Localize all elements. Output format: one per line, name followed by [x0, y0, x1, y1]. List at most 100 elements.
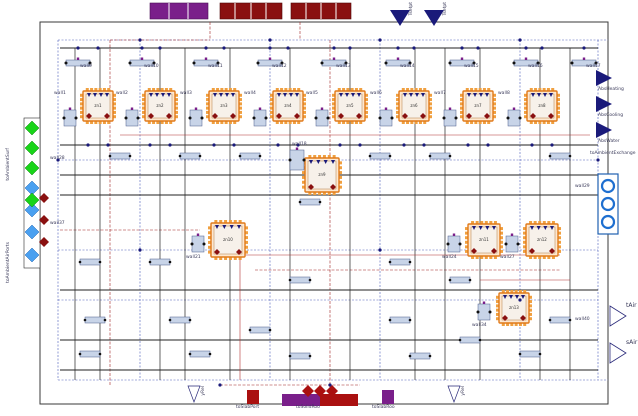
zone-name: zn12	[537, 237, 547, 242]
ambient-air-label: toAmbientAirPorts	[6, 242, 11, 283]
wall-element[interactable]	[518, 350, 542, 358]
wall-element[interactable]	[512, 57, 540, 67]
generated-components: zn1 zn2 zn3 zn4 zn5 zn6 zn7 zn8 zn9 zn10 zn11 zn12 z…	[24, 38, 600, 387]
wall-element[interactable]	[188, 350, 212, 358]
wall-element[interactable]	[190, 233, 206, 253]
wall-element[interactable]	[458, 336, 482, 344]
wall-element[interactable]	[548, 152, 572, 160]
junction-dot	[276, 143, 280, 147]
zone-block[interactable]: zn13	[496, 290, 532, 326]
wall-element[interactable]	[408, 352, 432, 360]
wall-element[interactable]	[108, 152, 132, 160]
junction-dot	[358, 143, 362, 147]
wall-element[interactable]	[506, 107, 522, 127]
junction-dot	[286, 46, 290, 50]
zone-wall-label: wall1	[54, 91, 66, 96]
zone-block[interactable]: zn5	[332, 88, 368, 124]
zone-block[interactable]: zn2	[142, 88, 178, 124]
wall-element[interactable]	[83, 316, 107, 324]
wall-element[interactable]	[192, 57, 220, 67]
wall-element[interactable]	[78, 350, 102, 358]
wall-element[interactable]	[446, 233, 462, 253]
top-wall-label: wall16	[528, 64, 543, 69]
zone-wall-label: wall3	[180, 91, 192, 96]
junction-dot	[218, 383, 222, 387]
zone-wall-label: wall5	[306, 91, 318, 96]
junction-dot	[212, 143, 216, 147]
wall-element[interactable]	[504, 233, 520, 253]
zone-name: zn7	[474, 103, 482, 108]
wall-element[interactable]	[256, 57, 284, 67]
right-exchange-label: toAmbientExchange	[590, 151, 636, 156]
wall-element[interactable]	[188, 107, 204, 127]
zone-block[interactable]: zn12	[523, 221, 561, 259]
wall-element[interactable]	[288, 147, 306, 171]
zone-block[interactable]: zn7	[460, 88, 496, 124]
wall-element[interactable]	[548, 316, 572, 324]
wall-element[interactable]	[448, 276, 472, 284]
zone-block[interactable]: zn4	[270, 88, 306, 124]
wall-element[interactable]	[368, 152, 392, 160]
wall-element[interactable]	[64, 57, 92, 67]
top-wall-label: wall17	[586, 64, 601, 69]
wall-element[interactable]	[428, 152, 452, 160]
zone-block[interactable]: zn8	[524, 88, 560, 124]
top-wall-label: wall15	[464, 64, 479, 69]
junction-dot	[106, 143, 110, 147]
wall-element[interactable]	[178, 152, 202, 160]
zone-name: zn3	[220, 103, 228, 108]
wall-element[interactable]	[62, 107, 78, 127]
zone-block[interactable]: zn6	[396, 88, 432, 124]
left-wall-label-2: wall37	[50, 221, 65, 226]
top-red-port-1	[219, 2, 283, 20]
setpoint-label-1: Tsetpt	[409, 2, 414, 16]
wall-element[interactable]	[378, 107, 394, 127]
sensor-output-1-icon	[187, 385, 201, 403]
wall-element[interactable]	[124, 107, 140, 127]
wall-element[interactable]	[238, 152, 262, 160]
wall-element[interactable]	[78, 258, 102, 266]
zone-block[interactable]: zn10	[208, 220, 248, 260]
wall-element[interactable]	[314, 107, 330, 127]
wall-element[interactable]	[476, 301, 492, 321]
junction-dot	[348, 46, 352, 50]
junction-dot	[378, 38, 382, 42]
junction-dot	[138, 248, 142, 252]
air-output-2-label: sAir	[626, 339, 638, 346]
setpoint-label-2: Tsetpt	[443, 2, 448, 16]
top-wall-label: wall10	[144, 64, 159, 69]
bottom-red-port-2	[320, 394, 358, 406]
wall-element[interactable]	[128, 57, 156, 67]
air-output-1-label: tAir	[626, 302, 637, 309]
wall-element[interactable]	[570, 57, 598, 67]
lower-wall-label: wall27	[500, 255, 515, 260]
sensor-label-2: yRel	[461, 386, 466, 396]
wall-element[interactable]	[388, 258, 412, 266]
top-wall-label: wall11	[208, 64, 223, 69]
red-connectors	[120, 134, 590, 380]
wall-element[interactable]	[148, 258, 172, 266]
zone-block[interactable]: zn9	[302, 155, 342, 195]
wall-element[interactable]	[442, 107, 458, 127]
wall-element[interactable]	[448, 57, 476, 67]
wall-element[interactable]	[168, 316, 192, 324]
wall-element[interactable]	[248, 326, 272, 334]
bottom-red-port-1	[247, 390, 259, 404]
fluid-port-icon	[600, 196, 616, 212]
air-output-2-icon	[609, 342, 627, 364]
zone-name: zn11	[479, 237, 489, 242]
wall-element[interactable]	[298, 198, 322, 206]
wall-element[interactable]	[288, 352, 312, 360]
junction-dot	[222, 46, 226, 50]
right-wall-label-2: wall40	[575, 317, 590, 322]
wall-element[interactable]	[384, 57, 412, 67]
wall-element[interactable]	[252, 107, 268, 127]
zone-block[interactable]: zn11	[465, 221, 503, 259]
right-top-label-2: AbsCooling	[598, 113, 624, 118]
wall-element[interactable]	[388, 316, 412, 324]
wall-element[interactable]	[320, 57, 348, 67]
zone-block[interactable]: zn3	[206, 88, 242, 124]
wall-element[interactable]	[288, 276, 312, 284]
zone-block[interactable]: zn1	[80, 88, 116, 124]
zone-name: zn10	[223, 237, 233, 242]
